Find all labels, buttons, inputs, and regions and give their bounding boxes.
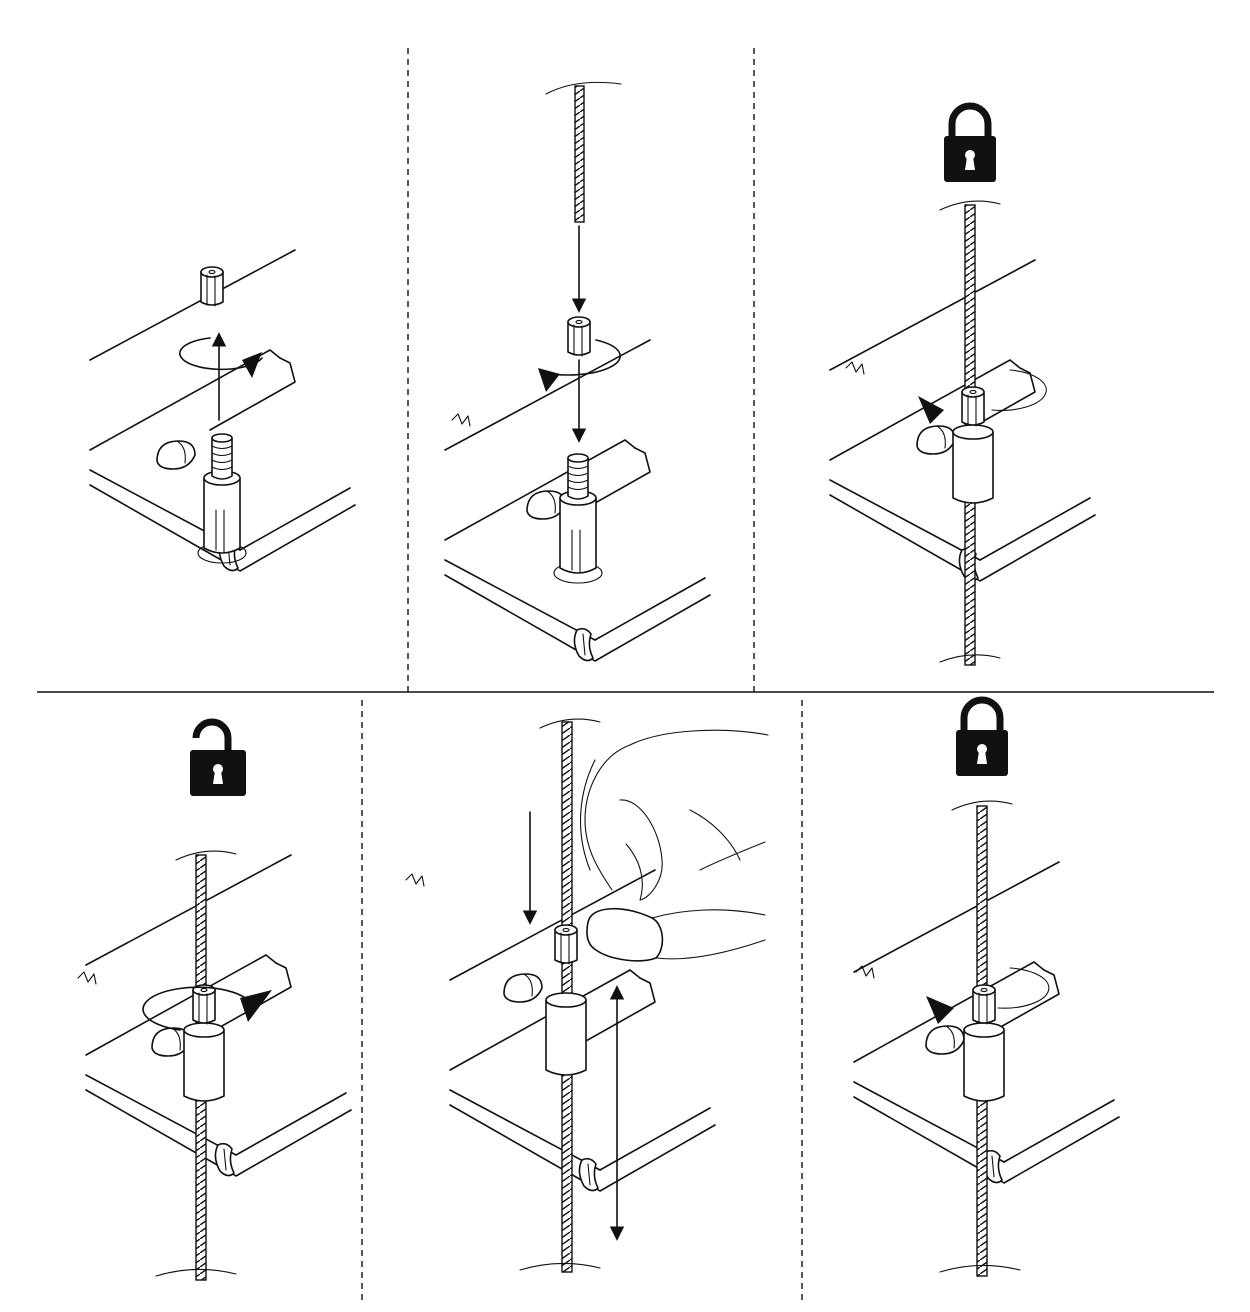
plate-edge — [451, 413, 471, 427]
bump — [916, 425, 956, 455]
arrowhead — [918, 396, 944, 424]
panel-4 — [77, 722, 352, 1281]
stud-body — [963, 1022, 1005, 1102]
panel-6 — [853, 700, 1120, 1277]
cable-break — [939, 200, 1001, 211]
threaded-stud — [197, 433, 247, 564]
plate-edge — [405, 873, 425, 887]
bump — [156, 440, 196, 470]
bump — [503, 973, 543, 1003]
arrowhead — [240, 990, 272, 1022]
cap-nut — [961, 386, 985, 427]
cap-nut — [554, 924, 578, 965]
cable-break — [175, 850, 237, 861]
cable-break — [545, 81, 622, 95]
arrowhead — [242, 352, 262, 378]
padlock-closed-icon — [956, 700, 1008, 776]
cap-nut — [567, 316, 591, 357]
arrowhead — [926, 996, 954, 1024]
rotate-arrow — [142, 986, 249, 1031]
shelf-plate — [85, 854, 352, 1177]
cap-nut — [192, 984, 216, 1025]
panel-2 — [444, 81, 711, 662]
panel-1 — [89, 249, 356, 572]
plate-edge — [855, 965, 875, 979]
stud-body — [545, 992, 587, 1076]
hand — [580, 729, 769, 962]
plate-edge — [845, 361, 865, 375]
panel-5 — [405, 718, 769, 1273]
stud-body — [952, 424, 994, 504]
cable-break — [519, 1262, 601, 1271]
threaded-stud — [553, 453, 603, 584]
padlock-closed-icon — [944, 106, 996, 182]
steel-cable — [574, 85, 585, 223]
cable-break — [939, 654, 1001, 663]
rotate-arrow — [539, 339, 621, 376]
cable-break — [155, 1268, 237, 1277]
arrowhead — [538, 368, 560, 392]
panel-3 — [829, 106, 1096, 666]
rotate-arrow — [997, 967, 1050, 1009]
cable-break — [939, 1264, 1021, 1273]
cable-break — [539, 718, 601, 729]
cap-nut — [200, 266, 224, 307]
plate-edge — [77, 971, 97, 985]
bump — [925, 1025, 965, 1055]
rotate-arrow — [991, 369, 1047, 411]
cap-nut — [972, 984, 996, 1025]
padlock-open-icon — [190, 722, 246, 796]
stud-body — [183, 1022, 225, 1102]
cable-break — [951, 800, 1013, 811]
